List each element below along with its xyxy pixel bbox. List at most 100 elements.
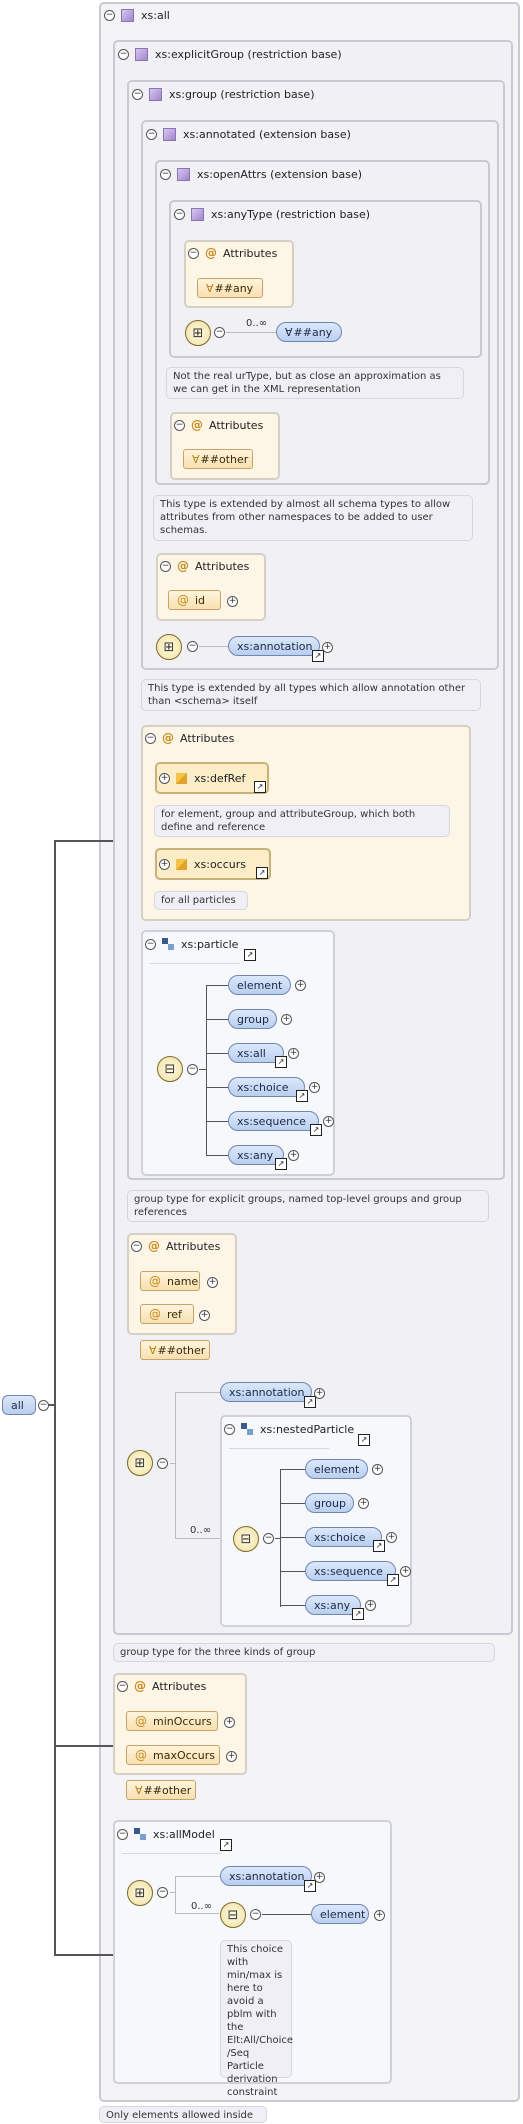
collapse-icon[interactable]: −: [38, 1400, 49, 1411]
expand-icon[interactable]: +: [199, 1310, 210, 1321]
link-icon[interactable]: ↗: [304, 1396, 316, 1408]
particle-item-sequence[interactable]: xs:sequence: [305, 1561, 396, 1581]
collapse-icon[interactable]: −: [174, 419, 185, 431]
max-occurs-attribute-pill[interactable]: @ maxOccurs: [126, 1745, 220, 1765]
all-model-annotation-pill[interactable]: xs:annotation: [220, 1866, 312, 1886]
explicit-other-attribute-pill[interactable]: ∀ ##other: [140, 1340, 210, 1360]
expand-icon[interactable]: +: [295, 980, 306, 991]
collapse-icon[interactable]: −: [157, 1887, 168, 1898]
defref-header[interactable]: + xs:defRef: [159, 770, 245, 786]
link-icon[interactable]: ↗: [352, 1608, 364, 1620]
group-header[interactable]: − xs:group (restriction base): [132, 86, 314, 102]
link-icon[interactable]: ↗: [358, 1434, 370, 1446]
link-icon[interactable]: ↗: [254, 781, 266, 793]
particle-item-group[interactable]: group: [305, 1493, 354, 1513]
any-attribute-pill[interactable]: ∀ ##any: [197, 278, 263, 298]
expand-icon[interactable]: +: [288, 1150, 299, 1161]
open-attrs-header[interactable]: − xs:openAttrs (extension base): [160, 166, 362, 182]
link-icon[interactable]: ↗: [244, 949, 256, 961]
sequence-compositor-icon[interactable]: ⊞: [127, 1880, 153, 1906]
open-attrs-attributes-header[interactable]: − @ Attributes: [174, 417, 263, 433]
link-icon[interactable]: ↗: [304, 1880, 316, 1892]
expand-icon[interactable]: +: [372, 1464, 383, 1475]
expand-icon[interactable]: +: [159, 858, 170, 870]
collapse-icon[interactable]: −: [187, 1064, 198, 1075]
link-icon[interactable]: ↗: [275, 1158, 287, 1170]
collapse-icon[interactable]: −: [117, 1680, 128, 1692]
particle-item-choice[interactable]: xs:choice: [305, 1527, 382, 1547]
collapse-icon[interactable]: −: [250, 1909, 261, 1920]
collapse-icon[interactable]: −: [118, 48, 129, 60]
expand-icon[interactable]: +: [322, 642, 333, 653]
any-type-attributes-header[interactable]: − @ Attributes: [188, 245, 277, 261]
explicit-group-header[interactable]: − xs:explicitGroup (restriction base): [118, 46, 342, 62]
collapse-icon[interactable]: −: [160, 168, 171, 180]
occurs-box[interactable]: [155, 848, 271, 880]
link-icon[interactable]: ↗: [275, 1056, 287, 1068]
sequence-compositor-icon[interactable]: ⊞: [156, 634, 182, 660]
particle-item-all[interactable]: xs:all: [228, 1043, 284, 1063]
defref-box[interactable]: [155, 762, 269, 794]
expand-icon[interactable]: +: [400, 1566, 411, 1577]
name-attribute-pill[interactable]: @ name: [140, 1271, 200, 1291]
collapse-icon[interactable]: −: [131, 1240, 142, 1252]
link-icon[interactable]: ↗: [387, 1574, 399, 1586]
explicit-annotation-pill[interactable]: xs:annotation: [220, 1382, 312, 1402]
any-element-pill[interactable]: ∀ ##any: [276, 322, 342, 342]
expand-icon[interactable]: +: [374, 1910, 385, 1921]
collapse-icon[interactable]: −: [145, 732, 156, 744]
particle-item-any[interactable]: xs:any: [305, 1595, 361, 1615]
collapse-icon[interactable]: −: [146, 128, 157, 140]
particle-item-group[interactable]: group: [228, 1009, 277, 1029]
expand-icon[interactable]: +: [226, 1751, 237, 1762]
particle-item-element[interactable]: element: [228, 975, 291, 995]
nested-particle-header[interactable]: − xs:nestedParticle: [224, 1421, 354, 1437]
other-attribute-pill[interactable]: ∀ ##other: [183, 449, 253, 469]
any-type-header[interactable]: − xs:anyType (restriction base): [174, 206, 370, 222]
link-icon[interactable]: ↗: [296, 1090, 308, 1102]
annotated-attributes-header[interactable]: − @ Attributes: [160, 558, 249, 574]
choice-compositor-icon[interactable]: ⊟: [220, 1902, 246, 1928]
group-attributes-header[interactable]: − @ Attributes: [145, 730, 234, 746]
expand-icon[interactable]: +: [207, 1277, 218, 1288]
collapse-icon[interactable]: −: [214, 327, 225, 338]
link-icon[interactable]: ↗: [310, 1124, 322, 1136]
expand-icon[interactable]: +: [281, 1014, 292, 1025]
collapse-icon[interactable]: −: [157, 1458, 168, 1469]
particle-item-element[interactable]: element: [305, 1459, 368, 1479]
all-model-element-pill[interactable]: element: [311, 1904, 369, 1924]
link-icon[interactable]: ↗: [373, 1540, 385, 1552]
link-icon[interactable]: ↗: [312, 650, 324, 662]
all-root-pill[interactable]: all: [2, 1395, 36, 1415]
expand-icon[interactable]: +: [323, 1116, 334, 1127]
expand-icon[interactable]: +: [314, 1388, 325, 1399]
choice-compositor-icon[interactable]: ⊟: [157, 1056, 183, 1082]
collapse-icon[interactable]: −: [188, 247, 199, 259]
sequence-compositor-icon[interactable]: ⊞: [127, 1450, 153, 1476]
all-attributes-header[interactable]: − @ Attributes: [117, 1678, 206, 1694]
collapse-icon[interactable]: −: [132, 88, 143, 100]
annotated-header[interactable]: − xs:annotated (extension base): [146, 126, 351, 142]
collapse-icon[interactable]: −: [117, 1828, 128, 1840]
ref-attribute-pill[interactable]: @ ref: [140, 1304, 194, 1324]
expand-icon[interactable]: +: [309, 1082, 320, 1093]
choice-compositor-icon[interactable]: ⊟: [233, 1526, 259, 1552]
collapse-icon[interactable]: −: [145, 938, 156, 950]
collapse-icon[interactable]: −: [224, 1423, 235, 1435]
collapse-icon[interactable]: −: [174, 208, 185, 220]
expand-icon[interactable]: +: [365, 1600, 376, 1611]
expand-icon[interactable]: +: [314, 1872, 325, 1883]
collapse-icon[interactable]: −: [187, 641, 198, 652]
explicit-attributes-header[interactable]: − @ Attributes: [131, 1238, 220, 1254]
sequence-compositor-icon[interactable]: ⊞: [185, 320, 211, 346]
id-attribute-pill[interactable]: @ id: [168, 590, 221, 610]
link-icon[interactable]: ↗: [256, 867, 268, 879]
particle-item-any[interactable]: xs:any: [228, 1145, 284, 1165]
expand-icon[interactable]: +: [358, 1498, 369, 1509]
particle-item-choice[interactable]: xs:choice: [228, 1077, 305, 1097]
link-icon[interactable]: ↗: [220, 1839, 232, 1851]
collapse-icon[interactable]: −: [160, 560, 171, 572]
xs-all-header[interactable]: − xs:all: [104, 7, 170, 23]
expand-icon[interactable]: +: [386, 1532, 397, 1543]
expand-icon[interactable]: +: [288, 1048, 299, 1059]
